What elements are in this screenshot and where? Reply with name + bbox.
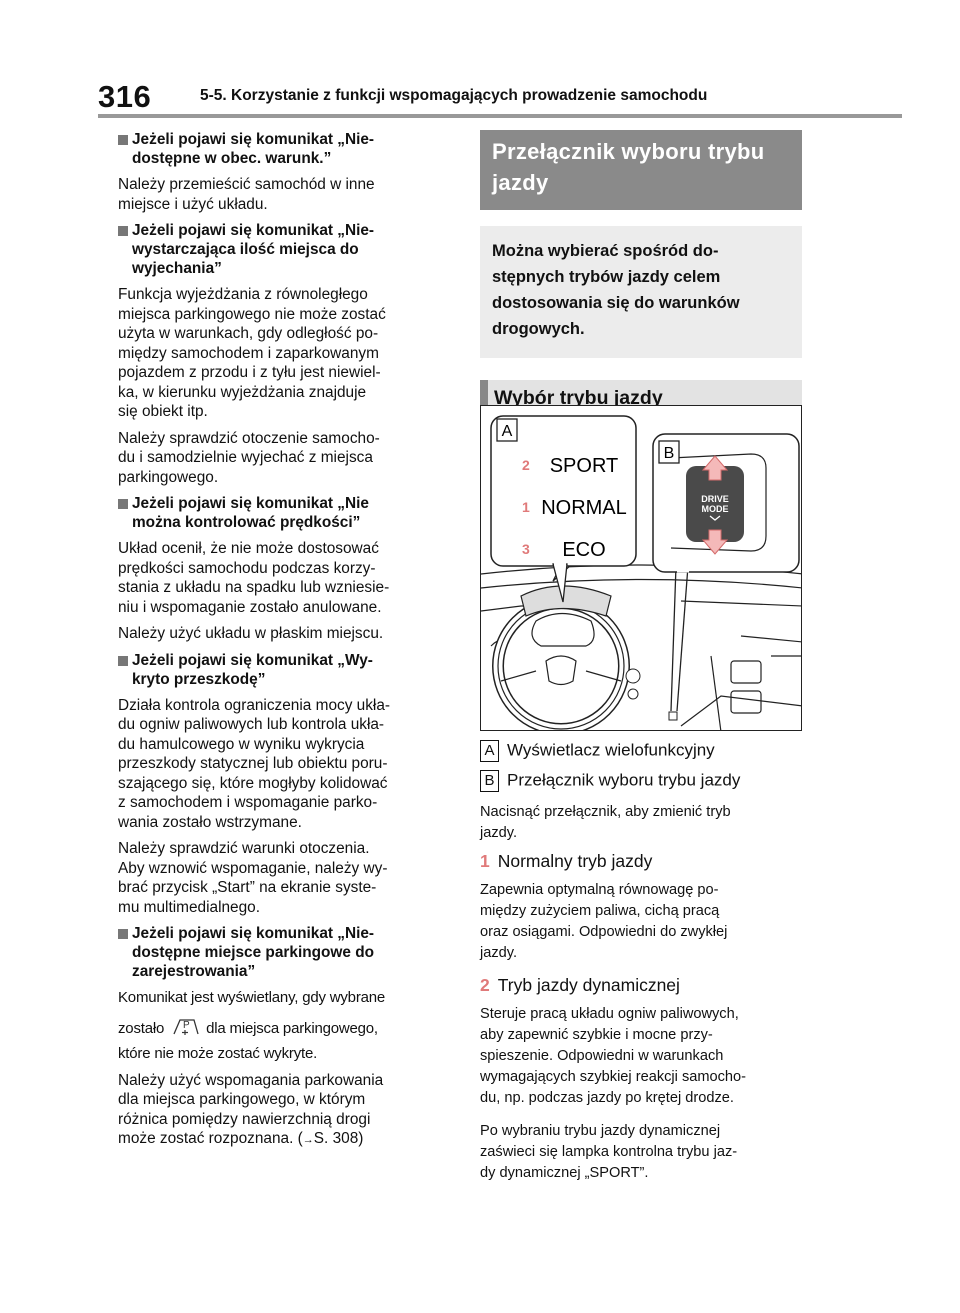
chevron-down-icon	[709, 515, 721, 521]
bullet-square-icon	[118, 499, 128, 509]
bullet-square-icon	[118, 929, 128, 939]
parking-space-icon: P	[173, 1018, 199, 1035]
subheading-unavailable: Jeżeli pojawi się komunikat „Nie-dostępn…	[118, 130, 450, 168]
bullet-square-icon	[118, 135, 128, 145]
page-number: 316	[98, 79, 152, 114]
left-column: Jeżeli pojawi się komunikat „Nie-dostępn…	[118, 130, 450, 1158]
paragraph: Zapewnia optymalną równowagę po-między z…	[480, 882, 728, 961]
mode-label-sport: SPORT	[550, 455, 619, 477]
arrow-right-icon: →	[302, 1134, 314, 1146]
subheading-unregistered-space: Jeżeli pojawi się komunikat „Nie-dostępn…	[118, 924, 450, 981]
bullet-square-icon	[118, 226, 128, 236]
paragraph: Steruje pracą układu ogniw paliwowych,ab…	[480, 1006, 747, 1106]
mode-number-sport: 2	[522, 457, 530, 473]
paragraph: Należy sprawdzić otoczenie samocho-du i …	[118, 429, 380, 486]
subheading-obstacle: Jeżeli pojawi się komunikat „Wy-kryto pr…	[118, 651, 450, 689]
section-title: 5-5. Korzystanie z funkcji wspomagającyc…	[200, 87, 708, 104]
paragraph: Należy użyć układu w płaskim miejscu.	[118, 625, 384, 642]
mode-label-normal: NORMAL	[541, 497, 627, 519]
drive-mode-label-2: MODE	[702, 504, 729, 514]
dashboard-drawing: DRIVE MODE A B 2 SPORT 1 NORMAL 3 ECO	[481, 415, 801, 730]
mode-number-normal: 1	[522, 499, 530, 515]
mode-number-eco: 3	[522, 541, 530, 557]
mode-label-eco: ECO	[562, 539, 605, 561]
paragraph: Należy sprawdzić warunki otoczenia.Aby w…	[118, 840, 388, 916]
bullet-square-icon	[118, 655, 128, 666]
intro-box: Można wybierać spośród do-stępnych trybó…	[480, 226, 802, 358]
svg-text:P: P	[183, 1020, 190, 1031]
drive-mode-label-1: DRIVE	[701, 494, 729, 504]
header-rule	[98, 114, 902, 118]
paragraph: Komunikat jest wyświetlany, gdy wybrane …	[118, 989, 386, 1062]
figure-label-b: B	[664, 445, 675, 462]
paragraph: Działa kontrola ograniczenia mocy ukła-d…	[118, 696, 391, 831]
subheading-insufficient-space: Jeżeli pojawi się komunikat „Nie-wystarc…	[118, 221, 450, 278]
drive-mode-illustration: DRIVE MODE A B 2 SPORT 1 NORMAL 3 ECO	[480, 405, 802, 731]
figure-label-a: A	[502, 423, 513, 440]
